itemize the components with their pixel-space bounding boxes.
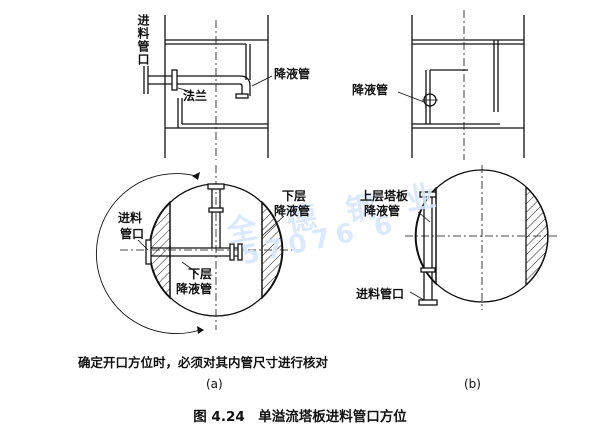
label-feed-nozzle-a-1: 进料 — [118, 211, 143, 225]
label-flange: 法兰 — [183, 89, 208, 103]
sublabel-b: (b) — [464, 377, 481, 391]
leader-flange — [177, 87, 193, 93]
sublabel-a: (a) — [206, 377, 223, 391]
label-feed-pipe-vertical: 进料管口 — [136, 14, 150, 66]
downcomer-segment-right-a — [261, 200, 284, 300]
plan-view-a — [95, 165, 300, 334]
label-lower-downcomer-left-1: 下层 — [188, 267, 213, 281]
feed-nozzle-flange-a — [145, 239, 152, 265]
label-downcomer-top-b: 降液管 — [352, 83, 389, 97]
flange-a — [171, 69, 178, 91]
label-lower-downcomer-right-2: 降液管 — [274, 204, 311, 218]
plan-view-b — [405, 165, 560, 310]
downcomer-segment-left-a — [148, 200, 171, 300]
leader-lower-downcomer-left — [181, 261, 197, 273]
label-feed-nozzle-b: 进料管口 — [356, 287, 405, 301]
label-upper-tray-2: 降液管 — [364, 204, 401, 218]
label-downcomer-top-a: 降液管 — [274, 67, 311, 81]
figure-caption: 图 4.24 单溢流塔板进料管口方位 — [193, 409, 407, 425]
label-feed-nozzle-a-2: 管口 — [120, 227, 145, 241]
leader-downcomer-a — [251, 75, 273, 87]
leader-downcomer-b — [397, 91, 425, 103]
label-lower-downcomer-right-1: 下层 — [282, 189, 307, 203]
leader-feed-nozzle-b — [409, 291, 425, 301]
label-upper-tray-1: 上层塔板 — [360, 189, 409, 203]
elevation-view-a — [143, 15, 273, 160]
downcomer-segment-right-b — [525, 185, 549, 287]
note-text: 确定开口方位时，必须对其内管尺寸进行核对 — [78, 355, 329, 370]
leader-lower-downcomer-right — [261, 215, 285, 237]
feed-nozzle-flange-b — [418, 299, 438, 306]
leader-upper-tray — [417, 211, 431, 223]
orientation-arc — [95, 173, 201, 334]
leader-feed-nozzle-a — [137, 239, 149, 251]
elevation-view-b — [397, 10, 525, 160]
label-lower-downcomer-left-2: 降液管 — [176, 282, 213, 296]
